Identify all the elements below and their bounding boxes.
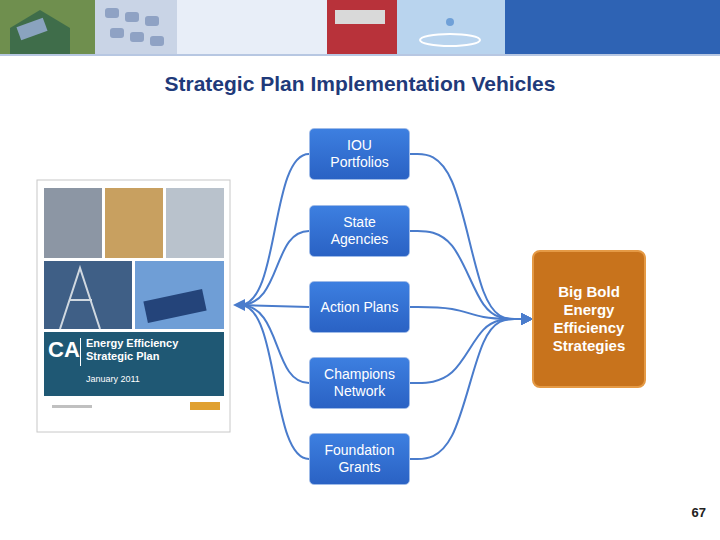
cover-date: January 2011 [86, 374, 206, 384]
cover-band [44, 332, 224, 396]
cover-mark: CA [48, 337, 80, 362]
vehicle-box: Action Plans [309, 281, 410, 333]
cover-photo [166, 188, 224, 258]
connector [410, 319, 532, 459]
cover-photo [44, 188, 102, 258]
box-label: State Agencies [316, 214, 403, 248]
page-number: 67 [670, 506, 706, 521]
box-label: Action Plans [321, 299, 399, 316]
strategy-box: Big Bold Energy Efficiency Strategies [532, 250, 646, 388]
calculator-photo [95, 0, 177, 54]
calculator-keys [105, 8, 164, 46]
banner [0, 0, 720, 54]
cover-title: Energy Efficiency Strategic Plan [86, 337, 216, 362]
brace-lines [240, 154, 309, 459]
title: Strategic Plan Implementation Vehicles [0, 72, 720, 96]
vehicle-box: IOU Portfolios [309, 128, 410, 180]
vehicle-box: State Agencies [309, 205, 410, 257]
train-window [335, 10, 385, 24]
cover-divider [80, 338, 81, 366]
cover-photo [105, 188, 163, 258]
solar-panel [16, 18, 47, 41]
cover-fineprint [52, 405, 92, 408]
house-shape [10, 10, 70, 54]
water-photo [397, 0, 505, 54]
box-label: IOU Portfolios [316, 137, 403, 171]
train-photo [327, 0, 397, 54]
brace-arrowhead [233, 299, 245, 311]
vehicle-box: Champions Network [309, 357, 410, 409]
connector [410, 307, 532, 319]
banner-rule [0, 54, 720, 56]
vehicle-box: Foundation Grants [309, 433, 410, 485]
house-photo [0, 0, 95, 54]
connector [410, 231, 532, 319]
cover-photo [135, 261, 224, 329]
water-drop [446, 18, 454, 26]
solar-figure [143, 289, 206, 323]
box-label: Foundation Grants [316, 442, 403, 476]
connector [410, 154, 532, 319]
water-ripple [420, 34, 480, 46]
pylon-figure [60, 268, 100, 329]
cover-logo [190, 402, 220, 410]
box-label: Big Bold Energy Efficiency Strategies [540, 283, 638, 355]
cover-photo [44, 261, 132, 329]
banner-gradient [505, 0, 720, 54]
connector [410, 319, 532, 383]
fade-panel [177, 0, 327, 54]
box-label: Champions Network [316, 366, 403, 400]
report-cover [37, 180, 230, 432]
